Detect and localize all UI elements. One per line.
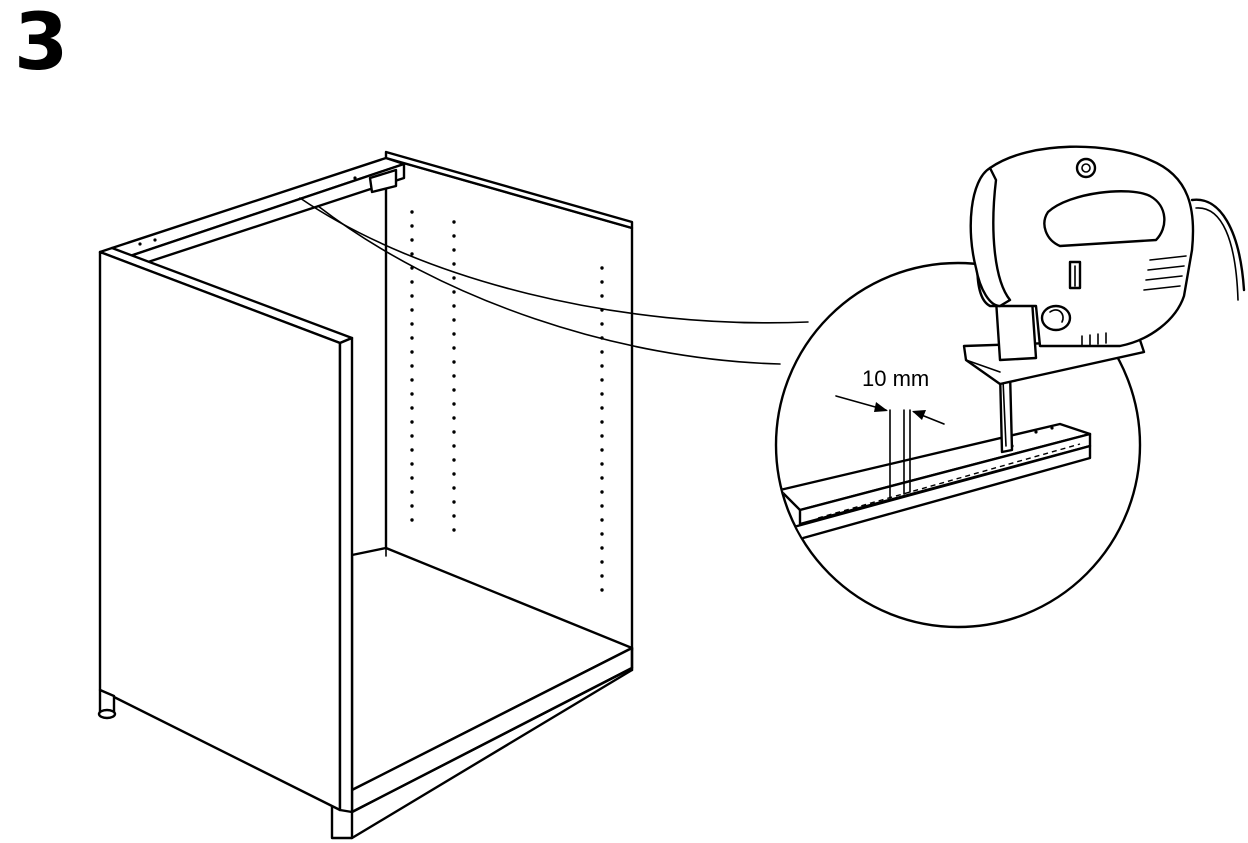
shelf-hole (600, 560, 604, 564)
step-number: 3 (14, 0, 69, 88)
shelf-hole (452, 500, 456, 504)
shelf-hole (410, 308, 414, 312)
shelf-hole (452, 444, 456, 448)
shelf-hole (600, 476, 604, 480)
shelf-hole (410, 448, 414, 452)
rail-dots (138, 176, 357, 246)
shelf-hole (410, 392, 414, 396)
shelf-hole (410, 294, 414, 298)
shelf-hole (452, 290, 456, 294)
shelf-hole (452, 430, 456, 434)
shelf-hole (452, 458, 456, 462)
shelf-hole (410, 462, 414, 466)
shelf-hole-column-2 (452, 220, 456, 532)
dimension-label: 10 mm (862, 366, 929, 391)
shelf-hole (600, 518, 604, 522)
shelf-hole (410, 434, 414, 438)
shelf-hole (452, 332, 456, 336)
shelf-hole (452, 234, 456, 238)
shelf-hole (600, 266, 604, 270)
side-panel-front-edge (338, 336, 354, 814)
shelf-hole (452, 374, 456, 378)
shelf-hole (600, 504, 604, 508)
shelf-hole (600, 392, 604, 396)
shelf-hole (600, 448, 604, 452)
shelf-hole (410, 476, 414, 480)
shelf-hole-column-1 (410, 210, 414, 522)
shelf-hole (452, 220, 456, 224)
shelf-hole (452, 402, 456, 406)
jigsaw-icon (962, 145, 1246, 454)
shelf-hole (600, 280, 604, 284)
shelf-hole (600, 294, 604, 298)
shelf-hole (600, 350, 604, 354)
jigsaw-handle-opening (1043, 190, 1166, 248)
shelf-hole (452, 528, 456, 532)
shelf-hole (452, 388, 456, 392)
shelf-hole (600, 532, 604, 536)
shelf-hole (410, 378, 414, 382)
shelf-hole (410, 210, 414, 214)
shelf-hole (600, 546, 604, 550)
shelf-hole (410, 252, 414, 256)
shelf-hole (452, 416, 456, 420)
shelf-hole (452, 472, 456, 476)
shelf-hole (410, 420, 414, 424)
rail-bracket (368, 168, 398, 194)
shelf-hole (452, 262, 456, 266)
shelf-hole (452, 486, 456, 490)
shelf-hole (452, 248, 456, 252)
shelf-hole (410, 238, 414, 242)
shelf-hole (452, 276, 456, 280)
shelf-hole (600, 378, 604, 382)
shelf-hole (600, 420, 604, 424)
shelf-hole (600, 574, 604, 578)
callout-connector (299, 197, 809, 365)
jigsaw-cord (1190, 198, 1246, 292)
shelf-hole (410, 406, 414, 410)
shelf-hole (452, 318, 456, 322)
shelf-hole (600, 406, 604, 410)
shelf-hole (410, 336, 414, 340)
shelf-hole (452, 304, 456, 308)
shelf-hole (410, 504, 414, 508)
magnifier-detail-icon: 10 mm (774, 145, 1246, 629)
shelf-hole (452, 514, 456, 518)
shelf-hole (410, 490, 414, 494)
shelf-hole (410, 518, 414, 522)
shelf-hole (410, 224, 414, 228)
shelf-hole (410, 350, 414, 354)
shelf-hole (410, 322, 414, 326)
shelf-hole (452, 360, 456, 364)
shelf-hole (600, 588, 604, 592)
cabinet-side-panel (98, 250, 342, 812)
shelf-hole (600, 462, 604, 466)
shelf-hole (600, 490, 604, 494)
top-rail-back-face (128, 162, 406, 264)
shelf-hole (410, 364, 414, 368)
shelf-hole (452, 346, 456, 350)
shelf-hole (410, 280, 414, 284)
shelf-hole (600, 434, 604, 438)
cabinet-frame-icon (97, 150, 634, 840)
jigsaw-vents (1081, 332, 1107, 347)
shelf-hole (600, 364, 604, 368)
shelf-hole (600, 322, 604, 326)
